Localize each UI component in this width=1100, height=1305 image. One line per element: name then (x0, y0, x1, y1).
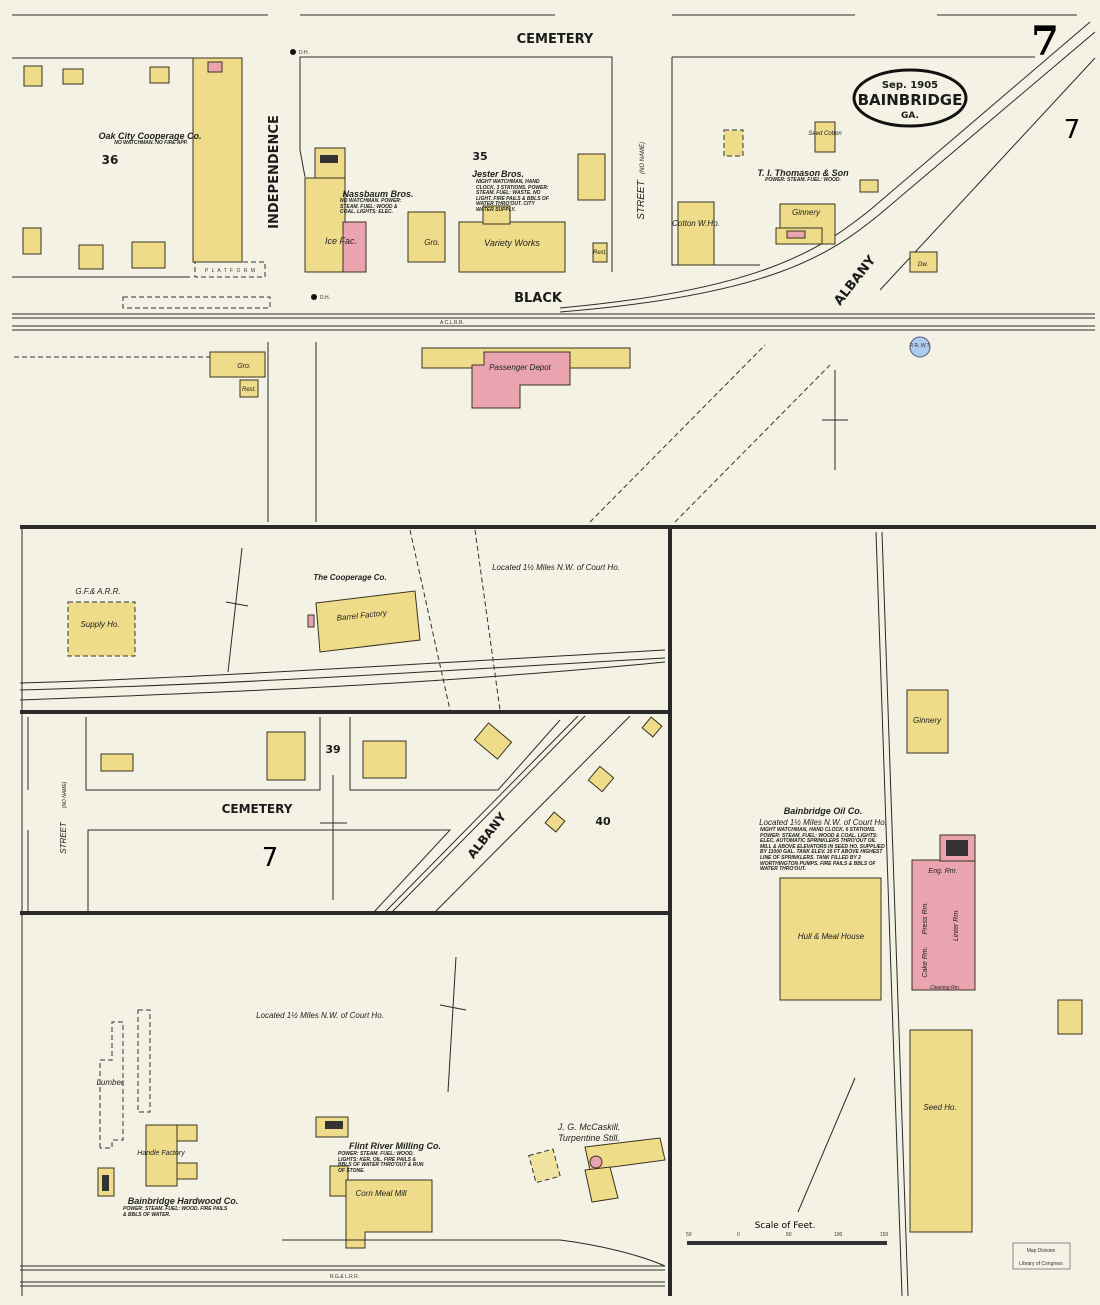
sheet-number: 7 (1031, 18, 1059, 65)
top-street-lines (12, 14, 1077, 278)
oil-ginnery-label: Ginnery (913, 716, 942, 725)
street-label-black: BLACK (514, 291, 563, 306)
cake-room-label: Cake Rm. (922, 946, 929, 977)
scale-bar: Scale of Feet. 50 0 50 100 150 (686, 1221, 889, 1245)
dwelling-label: Dw. (918, 262, 928, 268)
thomason-buildings (677, 121, 938, 273)
ice-factory-label: Ice Fac. (325, 236, 357, 246)
grocery-label: Gro. (424, 238, 440, 247)
block-number-35: 35 (472, 150, 487, 163)
scale-tick-150: 150 (880, 1232, 889, 1238)
passenger-depot-label: Passenger Depot (489, 363, 552, 372)
scale-tick-50a: 50 (686, 1232, 692, 1238)
restaurant-label-2: Rest. (242, 387, 256, 393)
supply-house-label: Supply Ho. (80, 620, 119, 629)
street-no-name-note: (NO NAME) (640, 142, 646, 174)
seed-house-label: Seed Ho. (923, 1103, 956, 1112)
water-tank-label: R.R. W.T. (909, 343, 930, 349)
turpentine-still-label: Turpentine Still. (558, 1133, 620, 1143)
rgl-railroad-label: R.G.& L.R.R. (330, 1274, 359, 1280)
the-cooperage-co-label: The Cooperage Co. (313, 573, 386, 582)
variety-works-label: Variety Works (484, 238, 540, 248)
mccaskill-label: J. G. McCaskill. (557, 1122, 621, 1132)
library-stamp: Map Division Library of Congress (1012, 1242, 1071, 1270)
albany-street (559, 21, 1096, 313)
aclrr-label: A.C.L.R.R. (440, 320, 464, 326)
linter-room-label: Linter Rm. (953, 909, 960, 941)
street-label-cemetery: CEMETERY (517, 32, 594, 47)
corn-meal-mill-label: Corn Meal Mill (355, 1189, 406, 1198)
flint-note: Power: Steam. Fuel: Wood. Lights: Ker. O… (338, 1151, 424, 1174)
jester-note: Night watchman, hand clock, 3 stations. … (476, 179, 549, 213)
street-label-independence: INDEPENDENCE (267, 115, 282, 229)
hardwood-note: Power: Steam. Fuel: Wood. Fire pails & b… (123, 1206, 228, 1218)
title-cartouche: Sep. 1905 BAINBRIDGE GA. (852, 68, 968, 128)
cleaning-room-label: Cleaning Rm. (930, 985, 960, 991)
located-label-lower: Located 1½ Miles N.W. of Court Ho. (256, 1011, 384, 1020)
thomason-note: Power: Steam. Fuel: Wood. (765, 177, 841, 183)
block-35-buildings (304, 147, 608, 273)
oak-city-note: No watchman. No fire app. (114, 140, 188, 146)
gfarr-label: G.F.& A.R.R. (75, 587, 120, 596)
aclrr-tracks (12, 313, 1095, 331)
hydrant-icon (290, 49, 296, 55)
press-room-label: Press Rm. (922, 902, 929, 935)
platform-label: P L A T F O R M (205, 268, 256, 274)
cotton-warehouse-label: Cotton W.Ho. (672, 219, 720, 228)
depot-area (14, 336, 931, 523)
nassbaum-note: No watchman. Power: Steam. Fuel: Wood & … (340, 198, 402, 216)
scale-tick-100: 100 (834, 1232, 843, 1238)
block-39-40 (27, 715, 663, 913)
street-label-albany-2: ALBANY (465, 810, 510, 861)
stamp-line-2: Library of Congress (1019, 1261, 1063, 1267)
street-label-albany: ALBANY (831, 253, 879, 309)
title-state: GA. (901, 111, 919, 121)
oil-note: Night watchman, hand clock, 6 stations. … (760, 827, 885, 873)
stamp-line-1: Map Division (1027, 1248, 1056, 1254)
flint-river-milling-label: Flint River Milling Co. (349, 1141, 441, 1151)
oil-located-label: Located 1½ Miles N.W. of Court Ho. (759, 818, 887, 827)
bainbridge-oil-co-label: Bainbridge Oil Co. (784, 806, 863, 816)
hydrant-label-bottom: D.H. (320, 295, 330, 301)
hydrant-icon (311, 294, 317, 300)
lumber-label: Lumber (96, 1078, 123, 1087)
title-city: BAINBRIDGE (858, 91, 963, 109)
scale-title: Scale of Feet. (755, 1221, 816, 1231)
grocery-label-2: Gro. (237, 363, 251, 370)
ginnery-label: Ginnery (792, 208, 821, 217)
scale-tick-0: 0 (737, 1232, 740, 1238)
street-label-street-2: STREET (59, 821, 68, 854)
street-label-street: STREET (636, 179, 647, 219)
section-borders (20, 525, 1096, 1296)
block-number-7: 7 (262, 843, 279, 873)
nassbaum-bros-label: Nassbaum Bros. (342, 189, 413, 199)
located-label-cooperage: Located 1½ Miles N.W. of Court Ho. (492, 563, 620, 572)
oak-city-cooperage-label: Oak City Cooperage Co. (98, 131, 201, 141)
oil-company-section (779, 531, 1083, 1297)
street-no-name-note-2: (NO NAME) (62, 781, 68, 808)
seed-cotton-label: Seed Cotton (808, 131, 842, 137)
block-number-40: 40 (595, 815, 611, 828)
hull-meal-house-label: Hull & Meal House (798, 932, 865, 941)
block-36-buildings (22, 57, 271, 309)
block-number-39: 39 (325, 743, 340, 756)
bainbridge-hardwood-label: Bainbridge Hardwood Co. (128, 1196, 239, 1206)
restaurant-label: Rest. (593, 250, 607, 256)
adjoining-sheet-number: 7 (1064, 115, 1081, 145)
engine-room-label: Eng. Rm. (928, 868, 957, 875)
thomason-label: T. I. Thomason & Son (757, 168, 849, 178)
title-date: Sep. 1905 (882, 80, 938, 91)
scale-tick-50: 50 (786, 1232, 792, 1238)
jester-bros-label: Jester Bros. (472, 169, 524, 179)
lower-mills (20, 956, 666, 1287)
cooperage-section (19, 529, 666, 711)
hydrant-label-top: D.H. (299, 50, 309, 56)
handle-factory-label: Handle Factory (137, 1150, 185, 1157)
street-label-cemetery-2: CEMETERY (222, 802, 293, 816)
block-number-36: 36 (102, 153, 119, 167)
